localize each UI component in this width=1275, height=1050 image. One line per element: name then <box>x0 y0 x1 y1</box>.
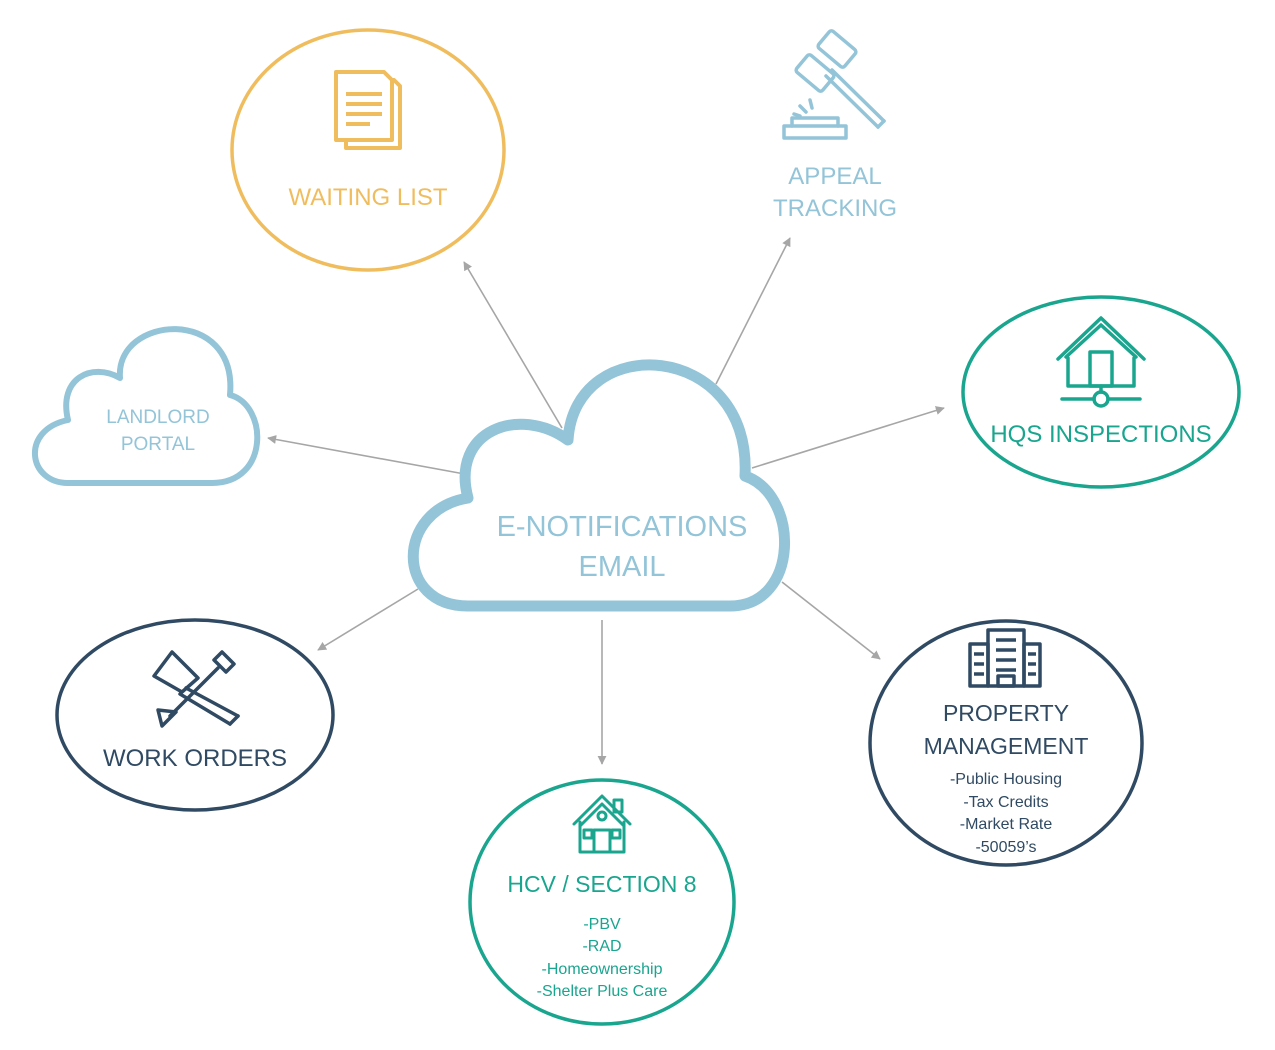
hcv-section8-title: HCV / SECTION 8 <box>507 871 696 897</box>
building-icon <box>968 628 1042 688</box>
property-management-title-line-2: MANAGEMENT <box>924 733 1089 759</box>
node-hqs-inspections-ring <box>961 295 1241 489</box>
center-label-line-2: EMAIL <box>578 551 665 583</box>
hammer-screwdriver-icon <box>152 650 240 728</box>
property-management-item: -50059’s <box>975 839 1036 856</box>
arrow-to-work-orders <box>317 588 419 651</box>
center-cloud: E-NOTIFICATIONS EMAIL <box>407 359 790 612</box>
cloud-icon <box>407 359 790 612</box>
hqs-inspections-title: HQS INSPECTIONS <box>990 421 1211 448</box>
node-appeal-tracking: APPEAL TRACKING <box>773 29 897 222</box>
node-hcv-section8-ring <box>468 778 736 1026</box>
arrow-to-landlord-portal <box>267 435 471 476</box>
landlord-portal-title-line-1: LANDLORD <box>106 407 209 428</box>
property-management-item: -Tax Credits <box>963 794 1048 811</box>
waiting-list-title: WAITING LIST <box>288 184 447 211</box>
house-network-icon <box>1056 316 1146 408</box>
node-hqs-inspections: HQS INSPECTIONS <box>961 295 1241 489</box>
node-waiting-list-ring <box>230 28 506 272</box>
node-work-orders-ring <box>55 618 335 812</box>
property-management-title-line-1: PROPERTY <box>943 700 1069 726</box>
node-hcv-section8: HCV / SECTION 8 -PBV -RAD -Homeownership… <box>468 778 736 1026</box>
property-management-item: -Public Housing <box>950 771 1062 788</box>
hcv-section8-item: -Shelter Plus Care <box>537 983 668 1000</box>
gavel-icon <box>782 29 886 140</box>
hcv-section8-item: -PBV <box>583 916 621 933</box>
landlord-portal-title-line-2: PORTAL <box>121 434 195 455</box>
arrow-to-appeal-tracking <box>715 237 791 385</box>
property-management-item: -Market Rate <box>960 816 1053 833</box>
document-icon <box>334 70 402 150</box>
arrows <box>267 237 945 765</box>
house-icon <box>572 794 632 854</box>
node-property-management-ring <box>868 619 1144 867</box>
arrow-to-waiting-list <box>463 261 563 429</box>
appeal-tracking-title-line-2: TRACKING <box>773 195 897 222</box>
node-waiting-list: WAITING LIST <box>230 28 506 272</box>
node-work-orders: WORK ORDERS <box>55 618 335 812</box>
center-label-line-1: E-NOTIFICATIONS <box>497 511 748 543</box>
node-landlord-portal: LANDLORD PORTAL <box>32 326 261 486</box>
cloud-icon <box>32 326 261 486</box>
arrow-to-hqs-inspections <box>751 406 945 469</box>
work-orders-title: WORK ORDERS <box>103 745 287 772</box>
appeal-tracking-title-line-1: APPEAL <box>788 163 881 190</box>
arrow-to-property-management <box>781 581 881 660</box>
node-property-management: PROPERTY MANAGEMENT -Public Housing -Tax… <box>868 619 1144 867</box>
hcv-section8-item: -Homeownership <box>542 961 663 978</box>
hcv-section8-item: -RAD <box>582 938 621 955</box>
